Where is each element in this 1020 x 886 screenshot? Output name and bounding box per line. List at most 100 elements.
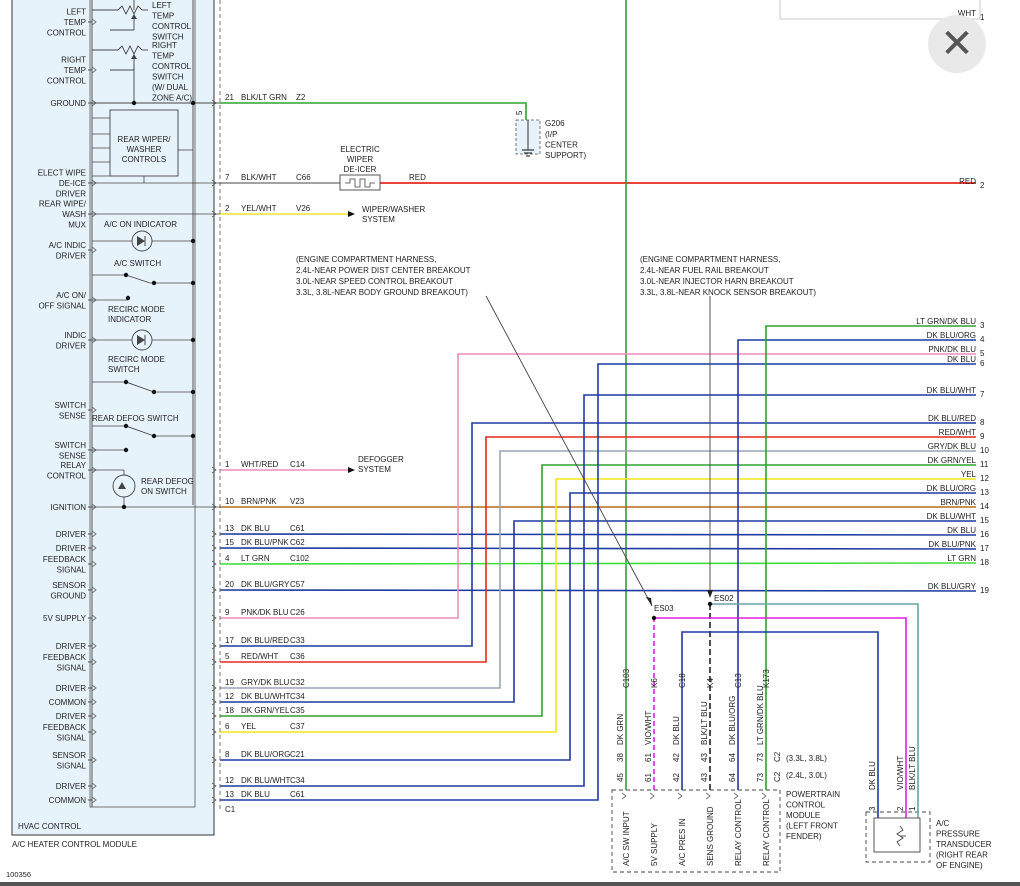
splice-es02: ES02 bbox=[714, 594, 734, 603]
module-pin-label: 5V SUPPLY bbox=[43, 614, 87, 623]
rear-defog-switch-label: REAR DEFOG SWITCH bbox=[92, 414, 179, 423]
pcm-pin-a: 64 bbox=[728, 753, 737, 762]
wire-color-label: LT GRN bbox=[241, 554, 270, 563]
right-pin-number: 4 bbox=[980, 335, 985, 344]
module-pin-label: SENSOR bbox=[52, 751, 86, 760]
pin-arrow-icon bbox=[91, 614, 97, 622]
pcm-name: (LEFT FRONT bbox=[786, 822, 838, 831]
harness-wire bbox=[220, 436, 976, 663]
switch-blade bbox=[125, 381, 155, 393]
wiper-arrow-icon bbox=[348, 211, 355, 217]
ground-desc: (I/P bbox=[545, 130, 557, 139]
right-wire-label: PNK/DK BLU bbox=[928, 345, 976, 354]
harness-wire bbox=[220, 422, 976, 647]
pin-arrow-icon bbox=[211, 698, 217, 706]
left-temp-switch-label: TEMP bbox=[152, 12, 174, 21]
recirc-switch-label: SWITCH bbox=[108, 365, 140, 374]
module-pin-label: SENSE bbox=[59, 451, 86, 460]
pcm-circuit: K4 bbox=[706, 678, 715, 688]
ground-wire bbox=[220, 102, 527, 120]
module-pin-label: CONTROL bbox=[47, 77, 87, 86]
transducer-wire-label: DK BLU bbox=[868, 761, 877, 790]
pcm-pin-b: 43 bbox=[700, 773, 709, 782]
potentiometer-icon bbox=[117, 44, 143, 56]
module-pin-label: COMMON bbox=[49, 796, 87, 805]
pcm-circuit: C103 bbox=[622, 668, 631, 688]
recirc-indicator-label: RECIRC MODE bbox=[108, 305, 165, 314]
note-right: 2.4L-NEAR FUEL RAIL BREAKOUT bbox=[640, 266, 769, 275]
right-wire-label: DK BLU/ORG bbox=[927, 331, 976, 340]
module-pin-label: FEEDBACK bbox=[43, 723, 87, 732]
pin-arrow-icon bbox=[91, 560, 97, 568]
module-pin-label: DRIVER bbox=[56, 712, 86, 721]
pcm-pin-a: 38 bbox=[616, 753, 625, 762]
pcm-wire-color: BLK/LT BLU bbox=[700, 701, 709, 745]
wire-color-label: DK BLU/ORG bbox=[241, 750, 290, 759]
module-pin-label: FEEDBACK bbox=[43, 555, 87, 564]
ground-desc: SUPPORT) bbox=[545, 151, 587, 160]
module-pin-label: SENSOR bbox=[52, 581, 86, 590]
wire-color-label: WHT/RED bbox=[241, 460, 279, 469]
circuit-label: C102 bbox=[290, 554, 310, 563]
pcm-pin-function: SENS GROUND bbox=[706, 806, 715, 866]
pin-arrow-icon bbox=[91, 544, 97, 552]
wire-color-label: GRY/DK BLU bbox=[241, 678, 290, 687]
circuit-label: C34 bbox=[290, 692, 305, 701]
transducer-name: TRANSDUCER bbox=[936, 840, 992, 849]
module-pin-label: INDIC bbox=[64, 331, 86, 340]
pin-arrow-icon bbox=[91, 18, 97, 26]
right-wire-label: WHT bbox=[958, 9, 976, 18]
leader-arrow-icon bbox=[646, 597, 652, 606]
wire-color-label: BLK/LT GRN bbox=[241, 93, 287, 102]
pin-arrow-icon bbox=[91, 796, 97, 804]
right-pin-number: 2 bbox=[980, 181, 985, 190]
pin-arrow-icon bbox=[91, 684, 97, 692]
right-pin-number: 1 bbox=[980, 13, 985, 22]
pin-arrow-icon bbox=[761, 792, 767, 800]
module-box bbox=[11, 0, 215, 836]
pin-arrow-icon bbox=[211, 796, 217, 804]
pcm-pin-a: 42 bbox=[672, 753, 681, 762]
pcm-pin-a: 61 bbox=[644, 753, 653, 762]
pin-arrow-icon bbox=[211, 560, 217, 568]
note-left: (ENGINE COMPARTMENT HARNESS, bbox=[296, 255, 436, 264]
switch-blade bbox=[125, 425, 155, 437]
right-wire-label: DK BLU/GRY bbox=[928, 582, 977, 591]
splice-dot bbox=[123, 379, 129, 385]
module-pin-label: MUX bbox=[68, 221, 86, 230]
module-pin-label: LEFT bbox=[66, 8, 86, 17]
wiper-system-label: WIPER/WASHER bbox=[362, 205, 425, 214]
led-icon bbox=[137, 236, 145, 246]
harness-wire bbox=[220, 394, 976, 787]
right-pin-number: 11 bbox=[980, 460, 989, 469]
close-button[interactable]: ✕ bbox=[928, 15, 986, 73]
pin-arrow-icon bbox=[211, 642, 217, 650]
wire-color-label: RED/WHT bbox=[241, 652, 278, 661]
circuit-label: C32 bbox=[290, 678, 305, 687]
note-right: 3.0L-NEAR INJECTOR HARN BREAKOUT bbox=[640, 277, 794, 286]
pcm-pin-function: RELAY CONTROL bbox=[762, 799, 771, 866]
module-pin-label: SWITCH bbox=[54, 441, 86, 450]
splice-dot bbox=[121, 504, 127, 510]
ac-switch-label: A/C SWITCH bbox=[114, 259, 161, 268]
right-temp-switch-label: RIGHT bbox=[152, 41, 177, 50]
transducer-wire-dkblu bbox=[681, 631, 879, 818]
module-pin-label: TEMP bbox=[64, 66, 86, 75]
pin-arrow-icon bbox=[733, 792, 739, 800]
pcm-pin-b: 61 bbox=[644, 773, 653, 782]
transducer-name: A/C bbox=[936, 819, 950, 828]
pin-arrow-icon bbox=[211, 530, 217, 538]
wire-color-label: BLK/WHT bbox=[241, 173, 277, 182]
module-pin-label: SWITCH bbox=[54, 401, 86, 410]
circuit-label: C62 bbox=[290, 538, 305, 547]
wire-color-label: DK BLU/PNK bbox=[241, 538, 289, 547]
pin-number: 4 bbox=[225, 554, 230, 563]
wire-color-label: DK BLU/GRY bbox=[241, 580, 290, 589]
module-pin-label: A/C INDIC bbox=[49, 241, 87, 250]
transducer-box bbox=[865, 811, 931, 863]
pin-arrow-icon bbox=[91, 728, 97, 736]
right-wire-label: DK BLU/WHT bbox=[927, 512, 976, 521]
pin-arrow-icon bbox=[91, 530, 97, 538]
defog-led-icon bbox=[118, 482, 126, 489]
right-pin-number: 5 bbox=[980, 349, 985, 358]
